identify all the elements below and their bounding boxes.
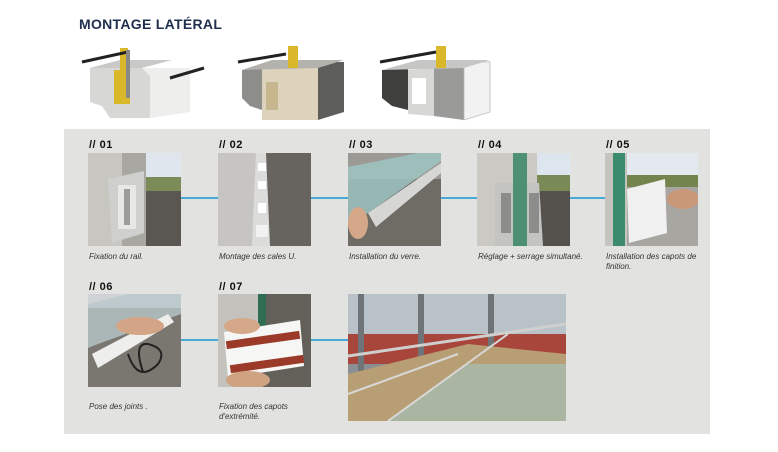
step-06-photo [88,294,181,387]
connector-line [181,197,218,199]
rail-profile-beige-cover-icon [237,46,344,120]
step-number: // 05 [606,139,630,151]
rail-profile-open-icon [81,48,205,118]
connector-line [441,197,477,199]
step-caption: Fixation du rail. [89,252,144,261]
step-number: // 03 [349,139,373,151]
step-caption: Montage des cales U. [219,252,297,261]
step-07-photo [218,294,311,387]
section-title: MONTAGE LATÉRAL [79,16,223,32]
step-05-photo [605,153,698,246]
step-caption: Pose des joints . [89,402,148,411]
step-caption: Réglage + serrage simultané. [478,252,583,261]
step-caption: Fixation des capots d'extrémité. [219,402,288,421]
step-04-photo [477,153,570,246]
step-number: // 06 [89,281,113,293]
step-03-photo [348,153,441,246]
connector-line [311,339,348,341]
step-01-photo [88,153,181,246]
connector-line [570,197,606,199]
finished-railing-photo [348,294,566,421]
step-number: // 04 [478,139,502,151]
step-number: // 01 [89,139,113,151]
connector-line [311,197,348,199]
step-02-photo [218,153,311,246]
rail-profile-grey-cover-icon [379,46,491,121]
step-caption: Installation du verre. [349,252,422,261]
step-number: // 07 [219,281,243,293]
connector-line [181,339,218,341]
step-caption: Installation des capots de finition. [606,252,697,271]
step-number: // 02 [219,139,243,151]
